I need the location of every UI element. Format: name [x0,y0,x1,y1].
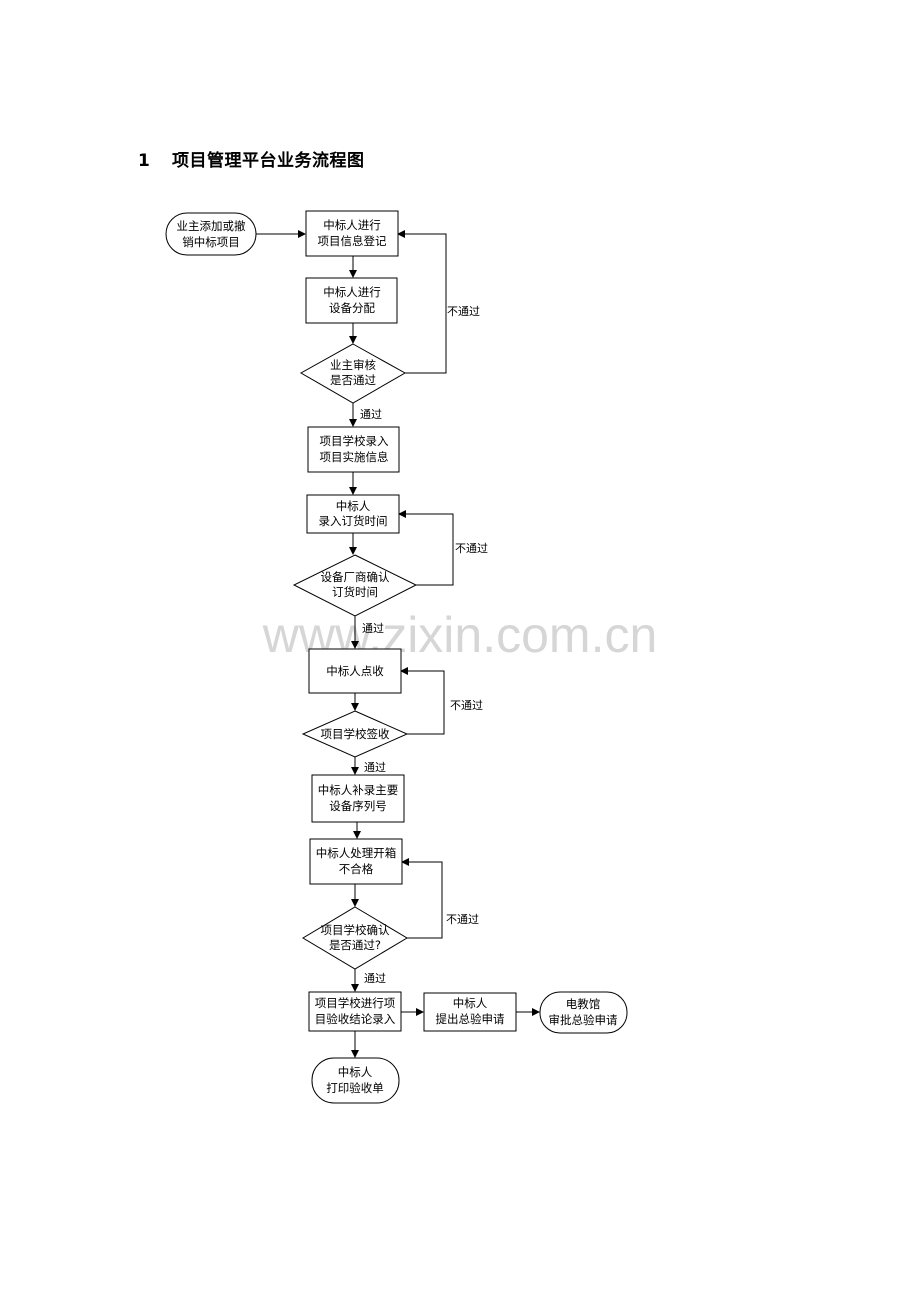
process-box [306,494,400,534]
edge-vendor-fail-loop [398,510,454,586]
node-text-line: 设备序列号 [329,799,387,813]
node-text-line: 打印验收单 [326,1081,384,1095]
terminal-shape [539,991,628,1034]
label-fail-vendor: 不通过 [455,542,488,555]
edge-labels: 不通过 通过 不通过 通过 不通过 通过 不通过 通过 [360,305,488,985]
node-text-line: 中标人 [338,1065,373,1079]
node-text-line: 中标人 [453,996,488,1010]
process-box [308,991,402,1032]
decision-diamond [302,906,408,970]
node-text-line: 中标人补录主要 [318,783,399,797]
node-info-register: 中标人进行 项目信息登记 [305,210,399,257]
node-text-line: 提出总验申请 [436,1012,505,1026]
edge-sign-fail-loop [400,667,445,735]
node-text-line: 电教馆 [566,997,601,1011]
node-submit-apply: 中标人 提出总验申请 [423,992,517,1032]
process-box [305,277,398,324]
node-text-line: 中标人进行 [323,218,381,232]
node-unbox-issue: 中标人处理开箱 不合格 [309,838,403,885]
label-fail-confirm: 不通过 [446,913,479,926]
node-order-time: 中标人 录入订货时间 [306,494,400,534]
terminal-shape [311,1057,400,1104]
node-vendor-confirm: 设备厂商确认 订货时间 [292,554,418,617]
node-text-line: 中标人处理开箱 [316,846,397,860]
node-text-line: 设备厂商确认 [321,570,390,584]
node-text-line: 设备分配 [329,301,375,315]
process-box [308,648,402,694]
node-text-line: 销中标项目 [182,235,240,249]
heading-number: 1 [138,151,151,171]
node-school-sign: 项目学校签收 [301,710,409,758]
node-bidder-check: 中标人点收 [308,648,402,694]
node-conclusion-input: 项目学校进行项 目验收结论录入 [308,991,402,1032]
process-box [305,210,399,257]
node-text-line: 项目学校录入 [320,434,389,448]
page-heading: 1 项目管理平台业务流程图 [138,146,365,171]
node-text-line: 中标人进行 [323,285,381,299]
edge-review-fail-loop [397,230,447,374]
process-box [423,992,517,1032]
node-text-line: 是否通过? [329,938,381,952]
node-text-line: 是否通过 [330,373,376,387]
decision-diamond [301,710,409,758]
node-serial-input: 中标人补录主要 设备序列号 [311,774,405,823]
node-text-line: 订货时间 [332,585,378,599]
node-text-line: 中标人点收 [326,664,384,678]
label-fail-sign: 不通过 [450,699,483,712]
node-school-confirm: 项目学校确认 是否通过? [302,906,408,970]
heading-title: 项目管理平台业务流程图 [172,151,365,171]
node-approve-apply: 电教馆 审批总验申请 [539,991,628,1034]
label-pass-sign: 通过 [364,761,386,774]
node-text-line: 业主添加或撤 [177,219,246,233]
node-text-line: 目验收结论录入 [315,1012,396,1026]
connectors [256,230,540,1058]
process-box [307,426,400,473]
label-pass-vendor: 通过 [362,622,384,635]
label-fail-review: 不通过 [447,305,480,318]
node-text-line: 项目学校签收 [321,727,390,741]
node-school-input: 项目学校录入 项目实施信息 [307,426,400,473]
node-text-line: 项目信息登记 [318,234,387,248]
node-owner-review: 业主审核 是否通过 [299,343,407,404]
label-pass-confirm: 通过 [364,972,386,985]
process-box [311,774,405,823]
terminal-shape [165,212,257,256]
node-text-line: 中标人 [336,499,371,513]
node-text-line: 项目学校确认 [321,923,390,937]
node-text-line: 项目学校进行项 [315,996,396,1010]
node-owner-add: 业主添加或撤 销中标项目 [165,212,257,256]
process-box [309,838,403,885]
decision-diamond [299,343,407,404]
node-text-line: 录入订货时间 [319,514,388,528]
label-pass-review: 通过 [360,408,382,421]
node-print-form: 中标人 打印验收单 [311,1057,400,1104]
decision-diamond [292,554,418,617]
node-text-line: 业主审核 [330,358,376,372]
node-text-line: 审批总验申请 [549,1013,618,1027]
edge-confirm-fail-loop [401,858,443,939]
node-text-line: 项目实施信息 [320,450,389,464]
node-equip-assign: 中标人进行 设备分配 [305,277,398,324]
node-text-line: 不合格 [339,862,374,876]
